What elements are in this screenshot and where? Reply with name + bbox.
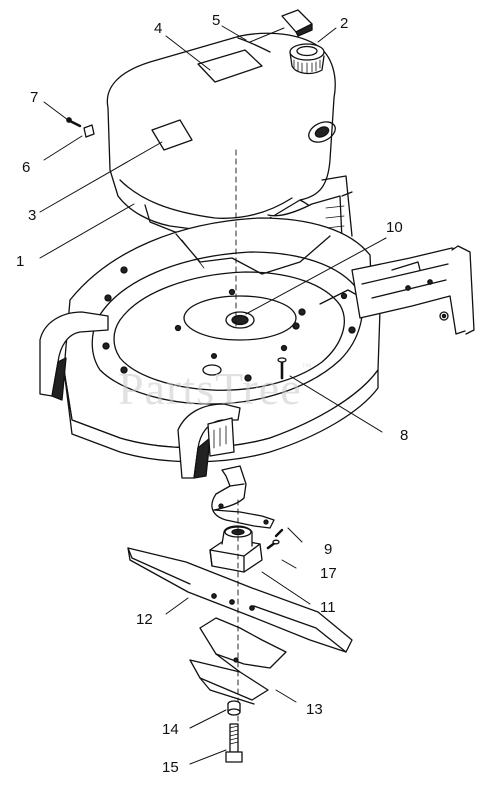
blade-brace[interactable] (211, 465, 275, 529)
callout-14: 14 (162, 721, 179, 738)
screw-7[interactable] (66, 117, 82, 128)
spark-plug-boot[interactable] (249, 9, 313, 43)
deck-screw-8[interactable] (277, 357, 287, 380)
washer-14[interactable] (227, 700, 241, 716)
rear-handle-bracket (351, 245, 475, 335)
screw-9[interactable] (274, 528, 284, 538)
callout-7: 7 (30, 89, 39, 106)
mower-blade[interactable] (127, 547, 353, 653)
mulching-blade[interactable] (189, 617, 287, 705)
callout-9: 9 (324, 541, 333, 558)
callout-11: 11 (320, 599, 336, 616)
callout-13: 13 (306, 701, 323, 718)
callout-8: 8 (400, 427, 409, 444)
callout-1: 1 (16, 253, 25, 270)
callout-10: 10 (386, 219, 403, 236)
callout-12: 12 (136, 611, 153, 628)
clip-6[interactable] (83, 124, 95, 138)
callout-4: 4 (154, 20, 163, 37)
leader-lines (39, 25, 387, 765)
screw-17[interactable] (266, 539, 280, 550)
callout-6: 6 (22, 159, 31, 176)
blade-adapter[interactable] (209, 525, 263, 573)
callout-3: 3 (28, 207, 37, 224)
callout-2: 2 (340, 15, 349, 32)
mower-deck[interactable] (63, 149, 381, 463)
callout-5: 5 (212, 12, 221, 29)
blade-bolt-15[interactable] (225, 723, 243, 763)
fuel-cap[interactable] (289, 43, 325, 75)
front-left-wheel-housing (39, 311, 109, 401)
callout-17: 17 (320, 565, 337, 582)
callout-15: 15 (162, 759, 179, 776)
front-right-wheel-housing (177, 403, 241, 479)
engine-decal-top (197, 49, 263, 83)
